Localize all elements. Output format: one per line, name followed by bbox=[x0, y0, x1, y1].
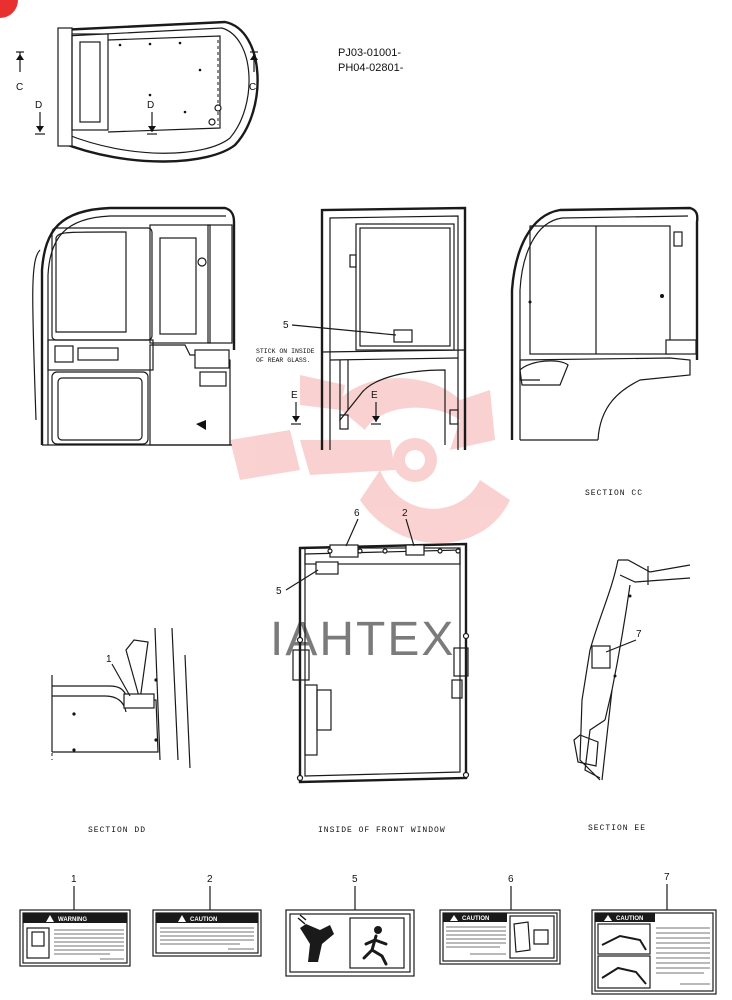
callout-front-5: 5 bbox=[276, 569, 319, 597]
corner-badge bbox=[0, 0, 18, 18]
section-cc-title: SECTION CC bbox=[585, 489, 643, 498]
callout-ee-7: 7 bbox=[605, 629, 642, 653]
svg-text:CAUTION: CAUTION bbox=[190, 917, 217, 923]
label-5-number: 5 bbox=[352, 874, 358, 885]
svg-text:5: 5 bbox=[276, 586, 282, 597]
part-code-1: PJ03-01001- bbox=[338, 47, 401, 59]
svg-text:7: 7 bbox=[636, 629, 642, 640]
section-cc-view bbox=[510, 206, 699, 441]
svg-text:D: D bbox=[147, 100, 154, 111]
svg-text:E: E bbox=[371, 390, 378, 401]
label-1-number: 1 bbox=[71, 874, 77, 885]
rear-note-line-1: STICK ON INSIDE bbox=[256, 348, 315, 355]
section-dd-title: SECTION DD bbox=[88, 826, 146, 835]
label-2: 2 CAUTION bbox=[152, 874, 262, 957]
label-1: 1 WARNING bbox=[19, 874, 131, 967]
front-window-title: INSIDE OF FRONT WINDOW bbox=[318, 826, 446, 835]
label-5: 5 bbox=[285, 874, 415, 977]
rear-note-line-2: OF REAR GLASS. bbox=[256, 357, 311, 364]
svg-text:6: 6 bbox=[354, 508, 360, 519]
section-mark-c-right: C bbox=[249, 51, 258, 93]
svg-text:CAUTION: CAUTION bbox=[616, 916, 643, 922]
top-plan-view bbox=[57, 20, 259, 163]
svg-text:1: 1 bbox=[106, 654, 112, 665]
front-window-view bbox=[292, 542, 470, 784]
svg-text:WARNING: WARNING bbox=[58, 917, 87, 923]
callout-dd-1: 1 bbox=[106, 654, 131, 697]
label-7-number: 7 bbox=[664, 872, 670, 883]
watermark-logo bbox=[230, 375, 510, 544]
label-2-number: 2 bbox=[207, 874, 213, 885]
label-6: 6 CAUTION bbox=[439, 874, 561, 965]
svg-text:5: 5 bbox=[283, 320, 289, 331]
cab-rear-view bbox=[320, 206, 467, 450]
cab-left-side-view bbox=[32, 206, 236, 446]
svg-text:E: E bbox=[291, 390, 298, 401]
label-6-number: 6 bbox=[508, 874, 514, 885]
section-dd-view bbox=[51, 627, 191, 769]
section-mark-e-left: E bbox=[291, 390, 301, 425]
callout-rear-5: 5 bbox=[283, 320, 397, 336]
section-ee-view bbox=[573, 559, 691, 781]
svg-text:2: 2 bbox=[402, 508, 408, 519]
section-mark-c-left: C bbox=[16, 51, 24, 93]
callout-front-6: 6 bbox=[345, 508, 360, 547]
section-mark-d-center: D bbox=[147, 100, 157, 135]
part-code-2: PH04-02801- bbox=[338, 62, 404, 74]
svg-text:C: C bbox=[249, 82, 256, 93]
section-mark-d-left: D bbox=[35, 100, 45, 135]
svg-text:D: D bbox=[35, 100, 42, 111]
section-mark-e-right: E bbox=[371, 390, 381, 425]
label-7: 7 CAUTION bbox=[591, 872, 717, 995]
section-ee-title: SECTION EE bbox=[588, 824, 646, 833]
svg-text:C: C bbox=[16, 82, 23, 93]
svg-text:CAUTION: CAUTION bbox=[462, 916, 489, 922]
callout-front-2: 2 bbox=[402, 508, 415, 547]
